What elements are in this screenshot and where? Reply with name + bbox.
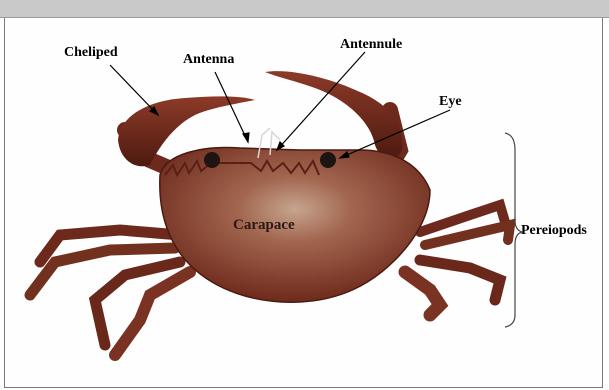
label-antennule: Antennule <box>340 38 402 52</box>
label-antenna: Antenna <box>183 53 234 67</box>
pereiopods-left <box>30 230 190 355</box>
eye-right <box>320 152 336 168</box>
label-pereiopods: Pereiopods <box>521 224 587 238</box>
crab-illustration <box>30 71 510 355</box>
label-eye: Eye <box>439 95 462 109</box>
label-carapace: Carapace <box>233 218 295 233</box>
leader-cheliped <box>110 65 158 115</box>
eye-left <box>204 152 220 168</box>
label-cheliped: Cheliped <box>64 46 118 60</box>
